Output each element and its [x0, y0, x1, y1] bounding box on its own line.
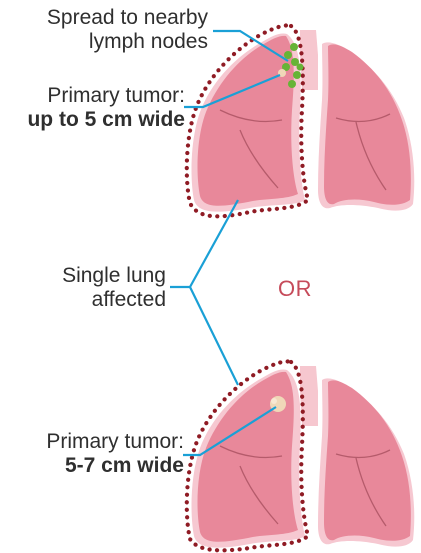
top-primary-tumor-label-line2: up to 5 cm wide: [27, 108, 185, 132]
top-primary-tumor-label-line1: Primary tumor:: [27, 84, 185, 108]
or-label: OR: [278, 276, 312, 302]
single-lung-label: Single lung affected: [62, 264, 166, 312]
bottom-primary-tumor-label-line1: Primary tumor:: [46, 430, 184, 454]
spread-label-line2: lymph nodes: [47, 30, 208, 54]
top-other-lung: [324, 44, 411, 204]
bottom-lung-pair: [187, 361, 414, 550]
single-lung-label-line1: Single lung: [62, 264, 166, 288]
single-lung-bracket-line: [190, 200, 238, 385]
single-lung-label-line2: affected: [62, 288, 166, 312]
bottom-primary-tumor-label: Primary tumor: 5-7 cm wide: [46, 430, 184, 478]
top-primary-tumor-label: Primary tumor: up to 5 cm wide: [27, 84, 185, 132]
bottom-affected-lung: [198, 372, 298, 542]
lymph-node: [290, 43, 298, 51]
bottom-primary-tumor-label-line2: 5-7 cm wide: [46, 454, 184, 478]
lymph-node: [284, 51, 292, 59]
top-affected-lung: [198, 36, 298, 206]
bottom-other-lung: [324, 380, 411, 540]
lymph-node: [288, 80, 296, 88]
lymph-node: [297, 64, 304, 71]
top-lung-pair: [187, 25, 414, 216]
spread-label: Spread to nearby lymph nodes: [47, 6, 208, 54]
bottom-primary-tumor-highlight: [271, 398, 277, 404]
spread-label-line1: Spread to nearby: [47, 6, 208, 30]
lymph-node: [293, 71, 301, 79]
